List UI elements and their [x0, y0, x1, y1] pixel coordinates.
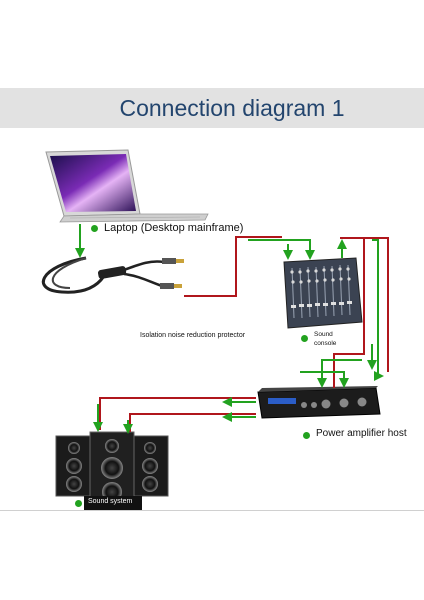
speaker-icon — [55, 431, 169, 511]
bottom-divider — [0, 510, 424, 511]
laptop-icon — [45, 149, 209, 223]
arrow-icon — [75, 224, 384, 434]
mixer-icon — [283, 257, 363, 329]
amplifier-label-dot — [303, 432, 310, 439]
amplifier-icon — [257, 386, 381, 419]
laptop-label: Laptop (Desktop mainframe) — [104, 222, 244, 234]
cable-icon — [41, 256, 184, 294]
protector-label: Isolation noise reduction protector — [140, 332, 246, 339]
amplifier-label: Power amplifier host — [316, 428, 407, 439]
red-cables — [99, 236, 389, 432]
laptop-label-dot — [91, 225, 98, 232]
speakers-label: Sound system — [88, 498, 133, 505]
title-bar: Connection diagram 1 — [0, 88, 424, 128]
console-label-dot — [301, 335, 308, 342]
speakers-label-dot — [75, 500, 82, 507]
console-label-line1: Sound — [314, 331, 333, 338]
page-title: Connection diagram 1 — [119, 95, 345, 121]
console-label-line2: console — [314, 340, 337, 347]
